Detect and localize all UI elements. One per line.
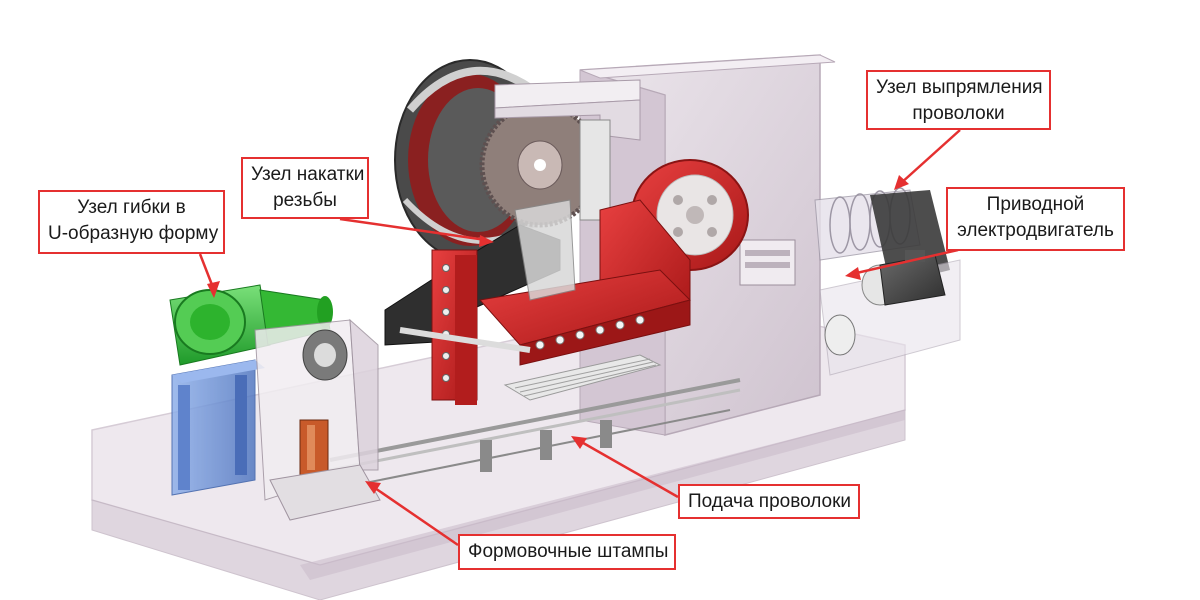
green-gearbox: [169, 284, 333, 366]
callout-straightening-line-2: проволоки: [912, 103, 1005, 124]
callout-drive-motor-line-1: Приводной: [986, 194, 1085, 215]
callout-forming-dies-line-1: Формовочные штампы: [468, 541, 669, 562]
callout-bending-unit-line-2: U-образную форму: [48, 223, 219, 244]
top-beam: [494, 79, 641, 221]
callout-thread-rolling-line-2: резьбы: [273, 190, 337, 211]
callout-thread-rolling-unit: Узел накатки резьбы: [241, 157, 369, 219]
bending-unit: [254, 318, 381, 521]
leader-lines: [198, 129, 961, 547]
grate-tray: [503, 354, 662, 401]
callout-bending-unit-line-1: Узел гибки в: [77, 197, 186, 218]
callout-thread-rolling-line-1: Узел накатки: [251, 164, 365, 185]
callout-straightening-line-1: Узел выпрямления: [876, 77, 1043, 98]
thread-rolling-unit: [384, 199, 691, 405]
callout-drive-motor: Приводной электродвигатель: [946, 187, 1125, 251]
callout-wire-straightening-unit: Узел выпрямления проволоки: [866, 70, 1051, 130]
callout-wire-feed-line-1: Подача проволоки: [688, 491, 852, 512]
callout-drive-motor-line-2: электродвигатель: [957, 220, 1114, 241]
wire-feed-rails: [329, 378, 741, 486]
callout-forming-dies: Формовочные штампы: [458, 534, 676, 570]
gearbox-stand: [171, 359, 265, 496]
callout-bending-unit: Узел гибки в U-образную форму: [38, 190, 225, 254]
callout-wire-feed: Подача проволоки: [678, 484, 860, 519]
